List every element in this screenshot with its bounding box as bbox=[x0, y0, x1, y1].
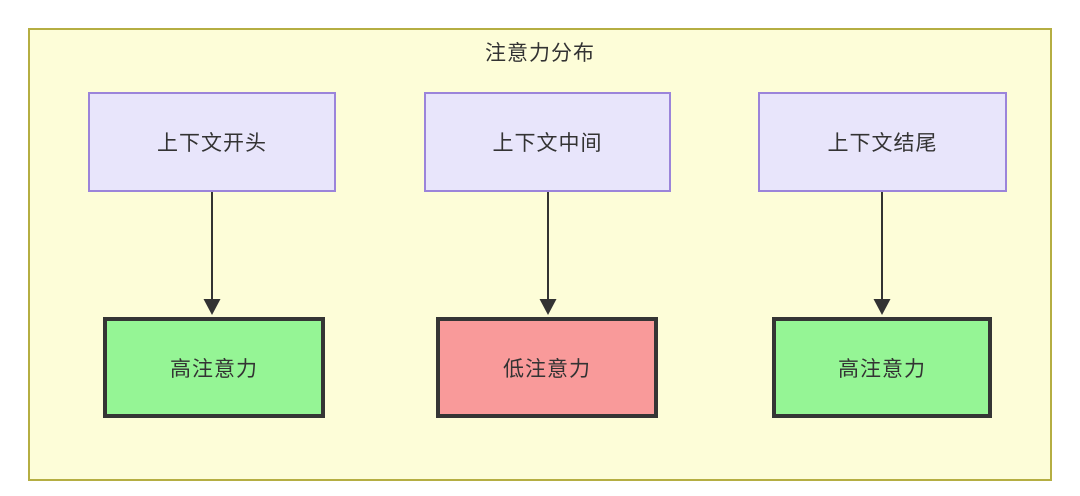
node-context-start[interactable]: 上下文开头 bbox=[88, 92, 336, 192]
node-context-middle[interactable]: 上下文中间 bbox=[424, 92, 671, 192]
node-context-start-label: 上下文开头 bbox=[157, 132, 267, 155]
node-context-end-label: 上下文结尾 bbox=[827, 132, 938, 155]
node-context-end[interactable]: 上下文结尾 bbox=[758, 92, 1007, 192]
node-attention-middle-label: 低注意力 bbox=[503, 357, 591, 381]
node-context-middle-label: 上下文中间 bbox=[492, 132, 603, 155]
node-attention-start-label: 高注意力 bbox=[170, 357, 258, 381]
node-attention-end[interactable]: 高注意力 bbox=[772, 317, 992, 418]
node-attention-start[interactable]: 高注意力 bbox=[103, 317, 325, 418]
diagram-title: 注意力分布 bbox=[485, 42, 595, 65]
node-attention-middle[interactable]: 低注意力 bbox=[436, 317, 658, 418]
node-attention-end-label: 高注意力 bbox=[838, 357, 926, 381]
